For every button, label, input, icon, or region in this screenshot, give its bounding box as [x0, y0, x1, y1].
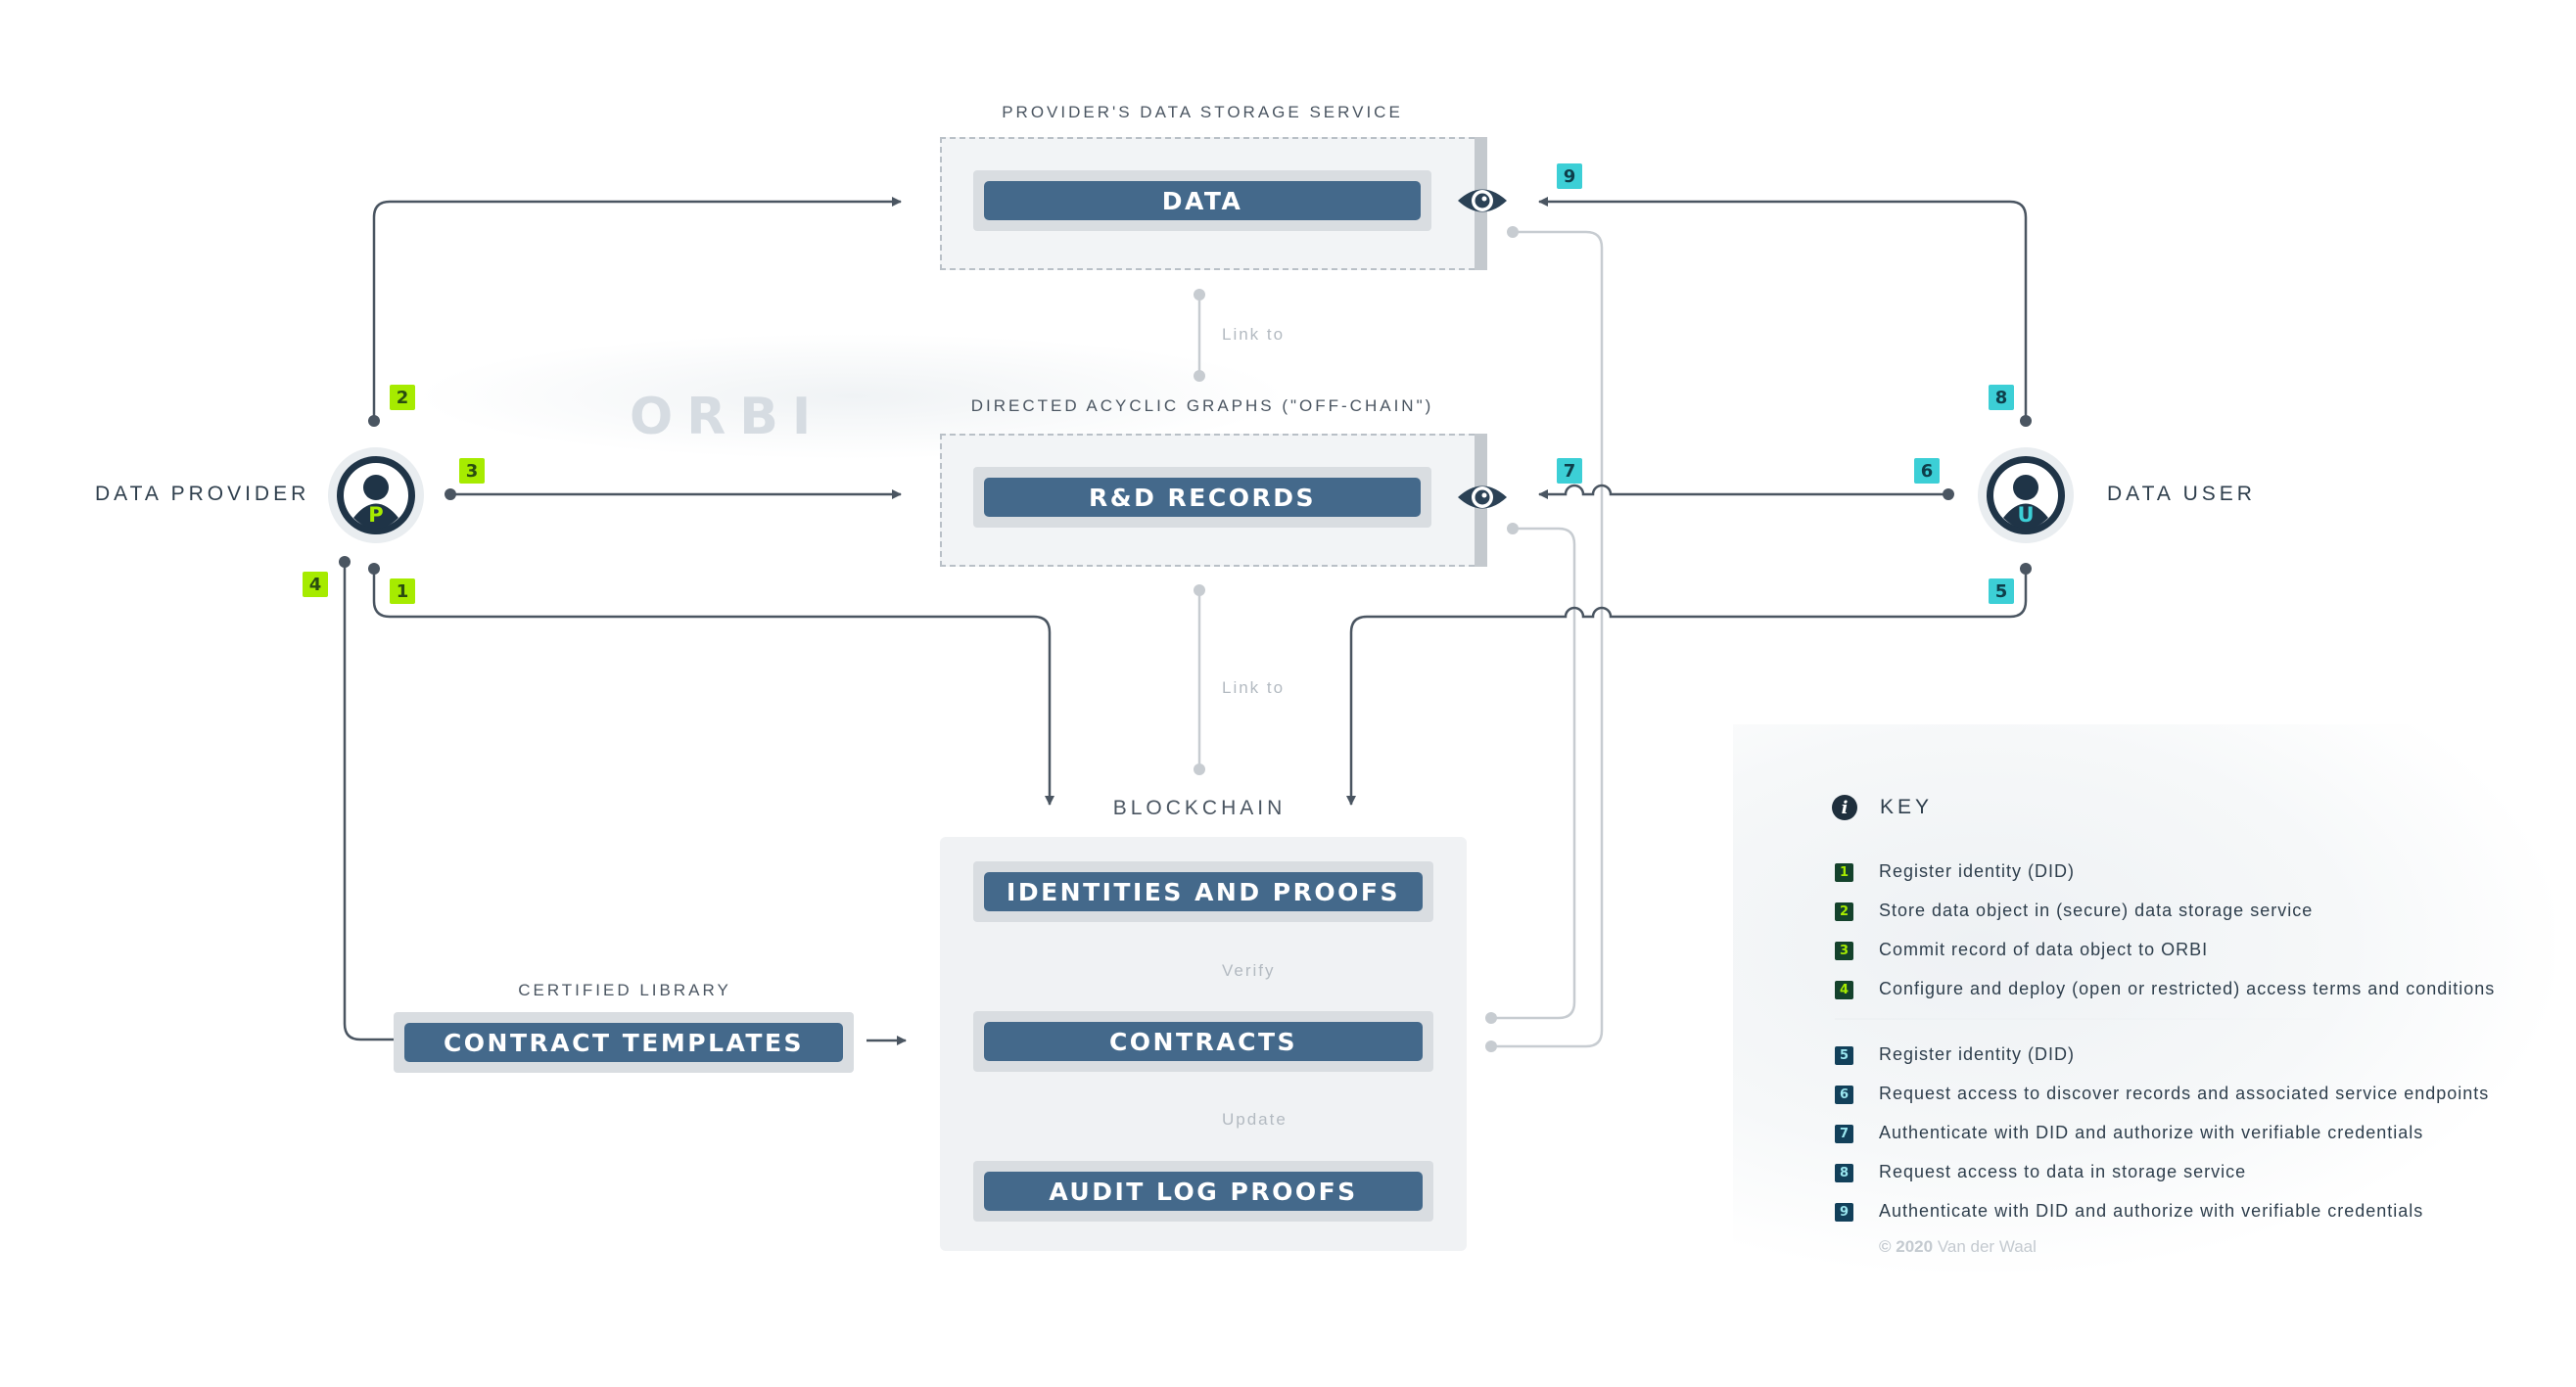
orbi-watermark: ORBI	[630, 388, 825, 446]
audit-block[interactable]: AUDIT LOG PROOFS	[973, 1161, 1433, 1222]
provider-configure-line	[343, 562, 394, 1041]
copyright: © 2020 Van der Waal	[1879, 1237, 2037, 1257]
step-badge-5: 5	[1989, 578, 2014, 604]
user-initial: U	[2017, 503, 2035, 527]
contracts-to-data-line	[1491, 230, 1604, 1048]
step-badge-3: 3	[459, 458, 485, 484]
data-block[interactable]: DATA	[973, 170, 1431, 231]
templates-block[interactable]: CONTRACT TEMPLATES	[394, 1012, 854, 1073]
legend-text: Request access to data in storage servic…	[1879, 1162, 2247, 1181]
identities-block-label: IDENTITIES AND PROOFS	[984, 872, 1423, 911]
contracts-block-label: CONTRACTS	[984, 1022, 1423, 1061]
user-access-data-line	[1538, 197, 2028, 421]
legend-num: 4	[1835, 981, 1853, 999]
verify-label: Verify	[1222, 961, 1276, 980]
legend-num: 3	[1835, 942, 1853, 960]
legend-text: Request access to discover records and a…	[1879, 1084, 2490, 1103]
legend-num: 7	[1835, 1125, 1853, 1143]
user-register-line	[1346, 569, 2028, 806]
legend-text: Authenticate with DID and authorize with…	[1879, 1123, 2424, 1142]
legend-num: 8	[1835, 1164, 1853, 1182]
provider-initial: P	[368, 503, 384, 527]
legend-num: 9	[1835, 1203, 1853, 1222]
legend-num: 1	[1835, 863, 1853, 882]
provider-label: DATA PROVIDER	[95, 483, 310, 505]
legend-text: Store data object in (secure) data stora…	[1879, 901, 2314, 920]
legend-text: Authenticate with DID and authorize with…	[1879, 1201, 2424, 1221]
provider-avatar-icon[interactable]: P	[327, 446, 425, 544]
data-block-label: DATA	[984, 181, 1421, 220]
legend-num: 5	[1835, 1046, 1853, 1065]
legend-text: Configure and deploy (open or restricted…	[1879, 979, 2496, 998]
user-label: DATA USER	[2107, 483, 2256, 505]
step-badge-6: 6	[1914, 458, 1940, 484]
contracts-block[interactable]: CONTRACTS	[973, 1011, 1433, 1072]
user-avatar-icon[interactable]: U	[1977, 446, 2075, 544]
step-badge-9: 9	[1557, 163, 1582, 189]
step-badge-7: 7	[1557, 458, 1582, 484]
copyright-year: © 2020	[1879, 1237, 1934, 1256]
legend-title: KEY	[1880, 796, 1934, 818]
legend-text: Register identity (DID)	[1879, 1044, 2076, 1064]
update-label: Update	[1222, 1110, 1288, 1129]
legend-text: Commit record of data object to ORBI	[1879, 940, 2209, 959]
identities-block[interactable]: IDENTITIES AND PROOFS	[973, 861, 1433, 922]
step-badge-8: 8	[1989, 385, 2014, 410]
records-block[interactable]: R&D RECORDS	[973, 467, 1431, 528]
link-to-label-bottom: Link to	[1222, 678, 1286, 697]
contracts-to-records-line	[1491, 527, 1576, 1020]
step-badge-2: 2	[390, 385, 415, 410]
provider-store-data-line	[372, 197, 902, 421]
records-block-label: R&D RECORDS	[984, 478, 1421, 517]
step-badge-1: 1	[390, 578, 415, 604]
legend-num: 6	[1835, 1086, 1853, 1104]
link-to-label-top: Link to	[1222, 325, 1286, 344]
copyright-author: Van der Waal	[1937, 1237, 2037, 1256]
audit-block-label: AUDIT LOG PROOFS	[984, 1172, 1423, 1211]
step-badge-4: 4	[303, 572, 328, 597]
legend-background	[1733, 724, 2555, 1272]
blockchain-section-title: BLOCKCHAIN	[1112, 797, 1287, 819]
user-request-records-line	[1538, 484, 1948, 499]
storage-section-title: PROVIDER'S DATA STORAGE SERVICE	[1002, 103, 1403, 121]
dag-section-title: DIRECTED ACYCLIC GRAPHS ("OFF-CHAIN")	[970, 396, 1434, 415]
legend-num: 2	[1835, 902, 1853, 921]
library-section-title: CERTIFIED LIBRARY	[518, 981, 731, 999]
legend-text: Register identity (DID)	[1879, 861, 2076, 881]
info-icon: i	[1832, 795, 1857, 820]
templates-block-label: CONTRACT TEMPLATES	[404, 1023, 843, 1062]
eye-icon	[1455, 473, 1510, 522]
provider-register-line	[372, 569, 1054, 806]
legend-divider	[1835, 1018, 2344, 1020]
eye-icon	[1455, 176, 1510, 225]
